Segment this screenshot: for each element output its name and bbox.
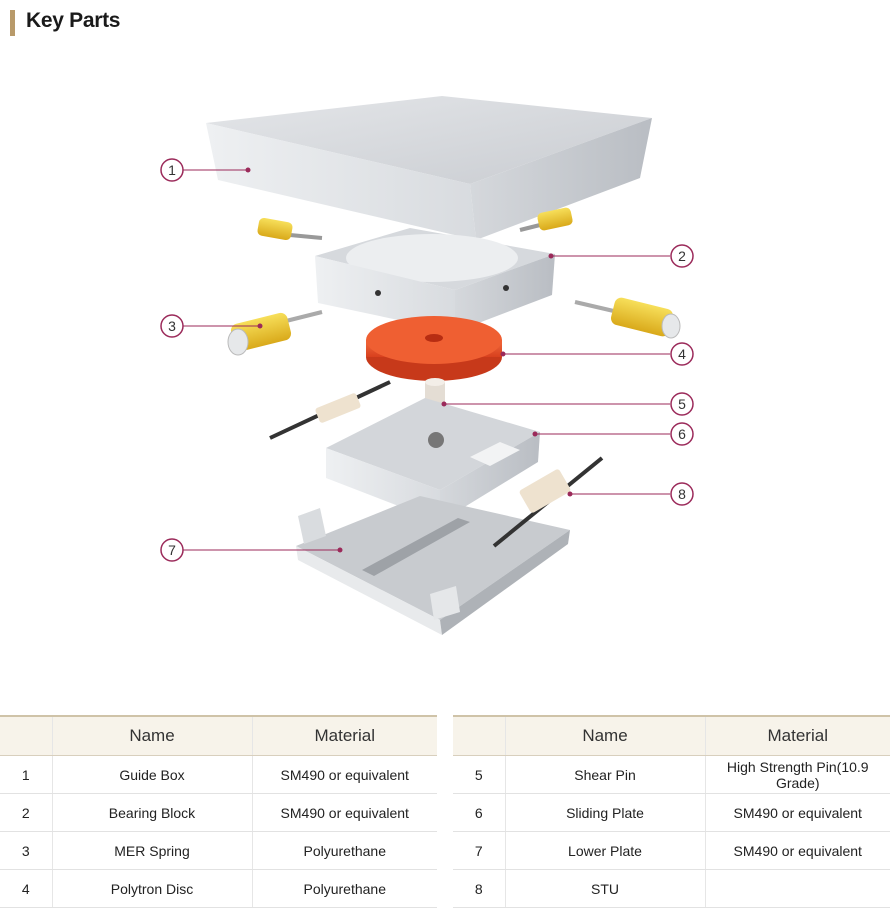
table-row: 6 Sliding Plate SM490 or equivalent [453,793,890,832]
table-row: 8 STU [453,869,890,908]
callout-3: 3 [160,314,184,338]
svg-text:5: 5 [678,396,686,412]
callout-1: 1 [160,158,184,182]
callout-6: 6 [670,422,694,446]
callout-7: 7 [160,538,184,562]
parts-table-left: Name Material 1 Guide Box SM490 or equiv… [0,715,437,908]
callout-8: 8 [670,482,694,506]
part-name: Guide Box [51,755,252,794]
part-material [704,869,890,908]
guide-box-part [206,96,652,240]
part-name: Bearing Block [51,793,252,832]
part-material: SM490 or equivalent [251,755,437,794]
title-accent-bar [10,10,15,36]
callout-5: 5 [670,392,694,416]
part-name: Lower Plate [504,831,705,870]
table-header-row: Name Material [453,715,890,756]
part-number: 7 [453,831,505,870]
svg-text:1: 1 [168,162,176,178]
callout-2: 2 [670,244,694,268]
material-header: Material [704,715,890,756]
part-number: 4 [0,869,52,908]
lower-plate-part [296,496,570,635]
part-number: 6 [453,793,505,832]
part-name: MER Spring [51,831,252,870]
no-header [453,715,505,756]
mer-spring-part [227,207,681,356]
svg-text:2: 2 [678,248,686,264]
part-number: 8 [453,869,505,908]
table-row: 4 Polytron Disc Polyurethane [0,869,437,908]
table-row: 3 MER Spring Polyurethane [0,831,437,870]
table-row: 5 Shear Pin High Strength Pin(10.9 Grade… [453,755,890,794]
material-header: Material [251,715,437,756]
svg-text:7: 7 [168,542,176,558]
part-number: 1 [0,755,52,794]
table-row: 7 Lower Plate SM490 or equivalent [453,831,890,870]
callout-lines [183,169,670,551]
svg-text:8: 8 [678,486,686,502]
callout-dots [245,167,573,553]
svg-text:4: 4 [678,346,686,362]
part-number: 3 [0,831,52,870]
svg-text:6: 6 [678,426,686,442]
exploded-diagram: 1 2 3 4 5 6 8 7 [160,96,694,635]
part-material: SM490 or equivalent [704,793,890,832]
polytron-disc-part [366,316,502,381]
part-material: SM490 or equivalent [251,793,437,832]
part-name: STU [504,869,705,908]
name-header: Name [504,715,705,756]
part-material: High Strength Pin(10.9 Grade) [704,755,890,794]
name-header: Name [51,715,252,756]
bearing-block-part [315,228,555,332]
part-material: Polyurethane [251,869,437,908]
table-row: 2 Bearing Block SM490 or equivalent [0,793,437,832]
part-number: 5 [453,755,505,794]
page-title: Key Parts [26,9,121,32]
parts-table-right: Name Material 5 Shear Pin High Strength … [453,715,890,908]
table-header-row: Name Material [0,715,437,756]
part-name: Sliding Plate [504,793,705,832]
table-row: 1 Guide Box SM490 or equivalent [0,755,437,794]
part-name: Shear Pin [504,755,705,794]
part-material: SM490 or equivalent [704,831,890,870]
callout-4: 4 [670,342,694,366]
part-material: Polyurethane [251,831,437,870]
part-number: 2 [0,793,52,832]
part-name: Polytron Disc [51,869,252,908]
no-header [0,715,52,756]
svg-text:3: 3 [168,318,176,334]
stu-part [269,380,604,548]
